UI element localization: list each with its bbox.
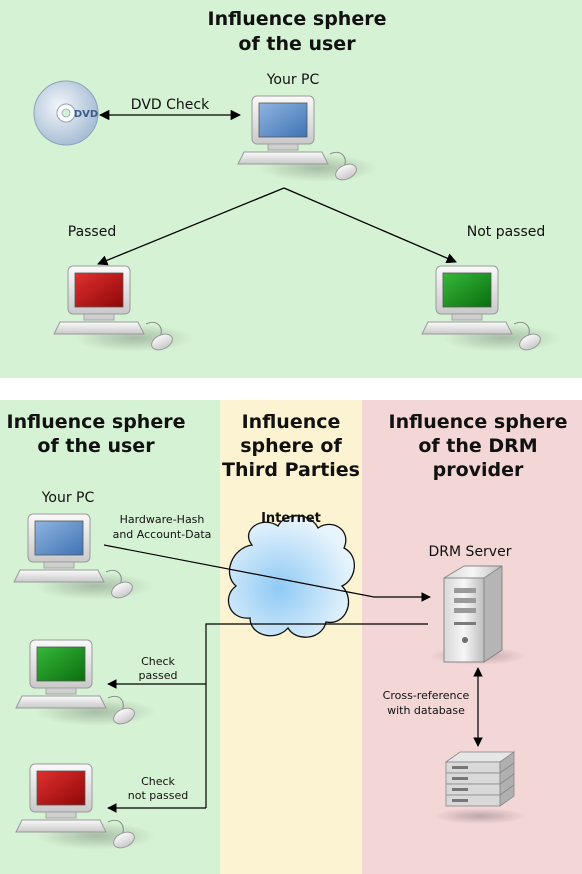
bottom-your-pc-icon (13, 513, 155, 602)
check-not-passed-line2: not passed (128, 789, 188, 802)
passed-label: Passed (68, 224, 116, 240)
response-line (205, 623, 428, 808)
check-not-passed-line1: Check (141, 775, 175, 788)
not-passed-label: Not passed (467, 224, 546, 240)
top-title-line2: of the user (238, 33, 356, 55)
hash-label-line1: Hardware-Hash (120, 513, 205, 526)
drm-title-line3: provider (433, 459, 524, 481)
bottom-panel: Influence sphere of the user Influence s… (0, 400, 582, 874)
dvd-disc-text: DVD (74, 109, 98, 120)
bottom-user-title-line1: Influence sphere (7, 411, 186, 433)
third-title-line3: Third Parties (222, 459, 360, 481)
top-not-passed-pc-icon (421, 265, 563, 354)
check-passed-line1: Check (141, 655, 175, 668)
bottom-not-passed-pc-icon (15, 763, 157, 852)
bottom-your-pc-label: Your PC (41, 490, 95, 506)
internet-cloud-icon (227, 515, 355, 638)
check-passed-line2: passed (139, 669, 178, 682)
crossref-line2: with database (387, 704, 465, 717)
top-panel: Influence sphere of the user Your PC DVD… (0, 0, 582, 378)
internet-label: Internet (261, 511, 321, 526)
top-user-sphere (0, 0, 582, 378)
crossref-line1: Cross-reference (383, 689, 470, 702)
dvd-disc-icon: DVD (33, 80, 99, 146)
hash-label-line2: and Account-Data (113, 528, 212, 541)
bottom-third-party-sphere (220, 400, 362, 874)
passed-arrow (97, 187, 285, 266)
dvd-check-label: DVD Check (131, 97, 210, 113)
top-your-pc-label: Your PC (266, 72, 320, 88)
third-title-line2: sphere of (240, 435, 342, 457)
top-passed-pc-icon (53, 265, 195, 354)
request-arrow (103, 544, 431, 602)
drm-server-label: DRM Server (429, 544, 512, 560)
not-passed-arrow (283, 187, 457, 264)
top-your-pc-icon (237, 95, 379, 184)
bottom-user-title-line2: of the user (37, 435, 155, 457)
top-title-line1: Influence sphere (208, 8, 387, 30)
drm-server-icon (430, 565, 526, 665)
bottom-passed-pc-icon (15, 639, 157, 728)
third-title-line1: Influence (242, 411, 341, 433)
drm-title-line2: of the DRM (418, 435, 537, 457)
drm-title-line1: Influence sphere (389, 411, 568, 433)
database-icon (434, 751, 526, 824)
